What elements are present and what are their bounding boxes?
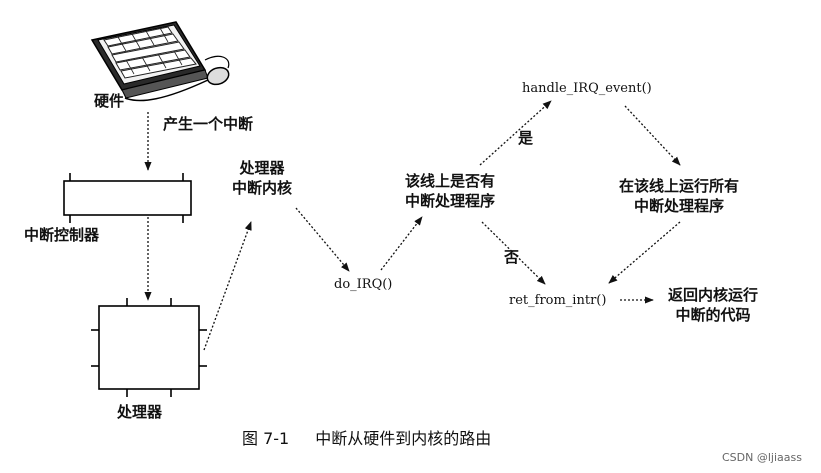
- run-handlers-line2: 中断处理程序: [633, 197, 724, 215]
- return-code-label: 返回内核运行 中断的代码: [657, 285, 769, 325]
- processor-box: [91, 298, 207, 397]
- edge-no: [481, 221, 546, 285]
- irq-controller-box: [63, 173, 192, 223]
- has-handler-line2: 中断处理程序: [404, 192, 495, 210]
- mouse-icon: [204, 55, 230, 86]
- no-label: 否: [504, 248, 520, 266]
- run-handlers-line1: 在该线上运行所有: [618, 177, 739, 195]
- return-code-line2: 中断的代码: [675, 306, 751, 324]
- run-handlers-label: 在该线上运行所有 中断处理程序: [604, 176, 754, 216]
- processor-kernel-line2: 中断内核: [231, 179, 292, 197]
- hardware-label: 硬件: [94, 92, 125, 110]
- edge-yes: [479, 100, 552, 166]
- processor-label: 处理器: [117, 403, 163, 421]
- figure-title: 中断从硬件到内核的路由: [315, 429, 492, 448]
- generate-interrupt-label: 产生一个中断: [163, 115, 254, 133]
- processor-kernel-label: 处理器 中断内核: [220, 158, 304, 198]
- has-handler-label: 该线上是否有 中断处理程序: [394, 171, 506, 211]
- edge-kernel-do-irq: [295, 207, 350, 272]
- watermark: CSDN @ljiaass: [722, 451, 802, 464]
- return-code-line1: 返回内核运行: [667, 286, 758, 304]
- processor-kernel-line1: 处理器: [239, 159, 285, 177]
- yes-label: 是: [518, 129, 534, 147]
- do-irq-label: do_IRQ(): [334, 277, 393, 292]
- edge-do-irq-check: [380, 216, 423, 271]
- figure-caption: 图 7-1 中断从硬件到内核的路由: [242, 428, 491, 450]
- has-handler-line1: 该线上是否有: [404, 172, 495, 190]
- edge-processor-kernel: [203, 221, 252, 351]
- edge-handle-run: [624, 105, 681, 166]
- edge-run-ret: [608, 221, 681, 284]
- ret-from-intr-label: ret_from_intr(): [509, 293, 607, 308]
- irq-controller-label: 中断控制器: [24, 226, 100, 244]
- figure-number: 图 7-1: [242, 429, 290, 448]
- keyboard-icon: [90, 21, 209, 102]
- handle-irq-event-label: handle_IRQ_event(): [522, 81, 652, 96]
